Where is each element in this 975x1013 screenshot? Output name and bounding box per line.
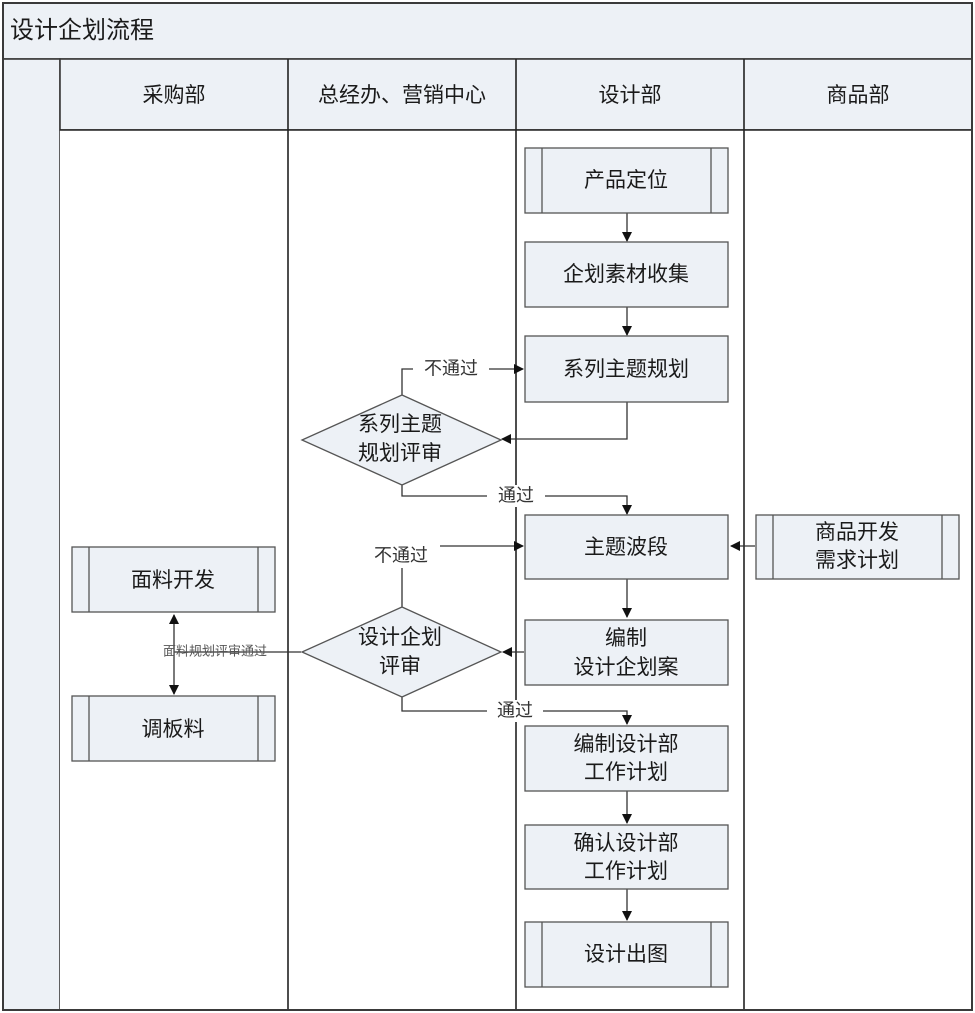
node-label: 工作计划	[584, 760, 668, 784]
node-label: 设计企划	[358, 625, 442, 649]
node-label: 确认设计部	[574, 831, 679, 855]
node-label: 产品定位	[584, 168, 668, 192]
node-theme-wave[interactable]: 主题波段	[524, 514, 729, 580]
node-material-collection[interactable]: 企划素材收集	[524, 241, 729, 308]
diagram-title: 设计企划流程	[10, 16, 154, 44]
lane-header-design: 设计部	[599, 83, 662, 107]
left-pool-band	[2, 58, 61, 1011]
node-label: 需求计划	[815, 548, 899, 572]
node-product-dev-plan[interactable]: 商品开发 需求计划	[755, 514, 960, 580]
node-label: 调板料	[142, 717, 205, 741]
node-sample-material[interactable]: 调板料	[71, 695, 276, 762]
node-label: 企划素材收集	[563, 262, 689, 286]
node-label: 编制设计部	[574, 732, 679, 756]
node-label: 面料开发	[131, 568, 215, 592]
node-label: 评审	[379, 654, 421, 678]
node-label: 工作计划	[584, 859, 668, 883]
edge-label-pass-1: 通过	[498, 486, 534, 507]
edge-label-fabric-pass: 面料规划评审通过	[163, 645, 267, 660]
node-design-plan-review[interactable]: 设计企划 评审	[300, 606, 503, 698]
lane-header-purchasing: 采购部	[143, 83, 206, 107]
node-label: 系列主题	[358, 412, 442, 436]
node-series-theme-review[interactable]: 系列主题 规划评审	[300, 394, 503, 486]
lane-header-merchandise: 商品部	[827, 83, 890, 107]
edge-label-reject-1: 不通过	[424, 359, 478, 380]
node-label: 设计出图	[584, 942, 668, 966]
edge-label-reject-2: 不通过	[374, 546, 428, 567]
title-band	[2, 2, 973, 60]
node-series-theme-planning[interactable]: 系列主题规划	[524, 335, 729, 403]
node-compile-work-plan[interactable]: 编制设计部 工作计划	[524, 725, 729, 792]
node-label: 设计企划案	[574, 655, 679, 679]
node-confirm-work-plan[interactable]: 确认设计部 工作计划	[524, 824, 729, 890]
node-label: 编制	[605, 626, 647, 650]
lane-header-gm-marketing: 总经办、营销中心	[318, 83, 486, 107]
node-fabric-development[interactable]: 面料开发	[71, 546, 276, 613]
edge-label-pass-2: 通过	[497, 701, 533, 722]
node-compile-design-plan[interactable]: 编制 设计企划案	[524, 619, 729, 686]
node-label: 主题波段	[584, 535, 668, 559]
node-product-positioning[interactable]: 产品定位	[524, 147, 729, 214]
edge-planning-to-review	[501, 402, 628, 444]
node-label: 规划评审	[358, 441, 442, 465]
node-label: 商品开发	[815, 520, 899, 544]
node-label: 系列主题规划	[563, 357, 689, 381]
node-design-drawing[interactable]: 设计出图	[524, 921, 729, 988]
